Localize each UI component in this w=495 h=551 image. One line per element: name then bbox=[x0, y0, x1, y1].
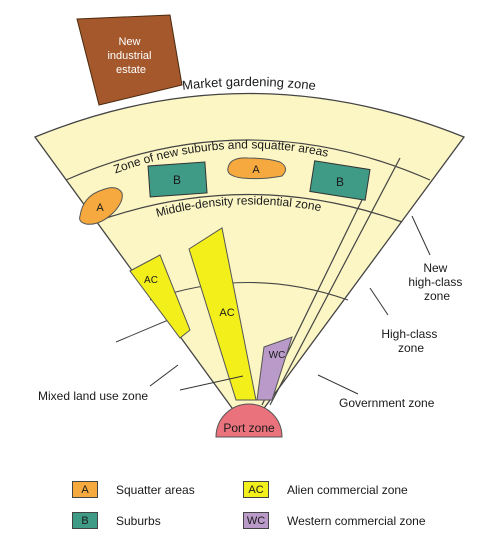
squatter-label-left: A bbox=[96, 202, 104, 214]
western-commercial-label: WC bbox=[269, 350, 286, 361]
leader-government bbox=[317, 374, 359, 395]
svg-text:New industrial est: New industrial estate bbox=[107, 36, 154, 76]
legend-label-squatter: Squatter areas bbox=[116, 482, 195, 497]
legend-label-western-commercial: Western commercial zone bbox=[287, 513, 426, 528]
leader-mixed-right bbox=[179, 375, 244, 391]
suburb-label-right: B bbox=[336, 175, 344, 189]
market-gardening-label: Market gardening zone bbox=[181, 74, 316, 93]
middle-density-boundary bbox=[94, 193, 403, 223]
legend-item-suburbs: B Suburbs bbox=[72, 512, 161, 529]
squatter-label-right: A bbox=[252, 164, 260, 176]
legend-label-alien-commercial: Alien commercial zone bbox=[287, 482, 408, 497]
mixed-land-use-label: Mixed land use zone bbox=[38, 389, 148, 403]
government-label: Government zone bbox=[339, 396, 435, 410]
alien-commercial-small: AC bbox=[129, 254, 191, 339]
legend: A Squatter areas AC Alien commercial zon… bbox=[0, 470, 495, 540]
squatter-area-left: A bbox=[79, 187, 123, 225]
new-high-class-label: New high-class zone bbox=[408, 261, 465, 303]
legend-label-suburbs: Suburbs bbox=[116, 513, 161, 528]
industrial-estate: New industrial estate bbox=[76, 14, 183, 106]
legend-item-squatter: A Squatter areas bbox=[72, 481, 195, 498]
suburb-right: B bbox=[309, 160, 371, 201]
legend-swatch-squatter: A bbox=[72, 481, 98, 498]
mixed-boundary-left bbox=[115, 317, 174, 343]
industrial-label-line3: estate bbox=[116, 64, 146, 76]
leader-high-class bbox=[369, 287, 389, 316]
leader-mixed-left bbox=[149, 364, 179, 387]
industrial-label-line1: New bbox=[118, 36, 140, 48]
legend-swatch-suburbs: B bbox=[72, 512, 98, 529]
suburb-label-left: B bbox=[173, 173, 181, 187]
industrial-label-line2: industrial bbox=[107, 50, 151, 62]
legend-swatch-western-commercial: WC bbox=[243, 512, 269, 529]
legend-item-western-commercial: WC Western commercial zone bbox=[243, 512, 426, 529]
western-commercial-zone: WC bbox=[256, 336, 293, 401]
squatter-area-right: A bbox=[227, 157, 286, 180]
alien-commercial-large-label: AC bbox=[219, 307, 234, 319]
high-class-label: High-class zone bbox=[381, 327, 440, 355]
port-zone-label: Port zone bbox=[223, 421, 275, 435]
zone-diagram: New industrial estate A A B B AC AC bbox=[33, 14, 466, 438]
port-zone: Port zone bbox=[215, 403, 283, 438]
alien-commercial-small-label: AC bbox=[144, 275, 158, 286]
suburbs-zone-boundary bbox=[65, 139, 431, 181]
legend-swatch-alien-commercial: AC bbox=[243, 481, 269, 498]
leader-new-high-class bbox=[411, 215, 431, 256]
suburb-left: B bbox=[147, 161, 208, 198]
legend-item-alien-commercial: AC Alien commercial zone bbox=[243, 481, 408, 498]
high-class-boundary bbox=[269, 157, 401, 406]
alien-commercial-large: AC bbox=[188, 227, 257, 401]
